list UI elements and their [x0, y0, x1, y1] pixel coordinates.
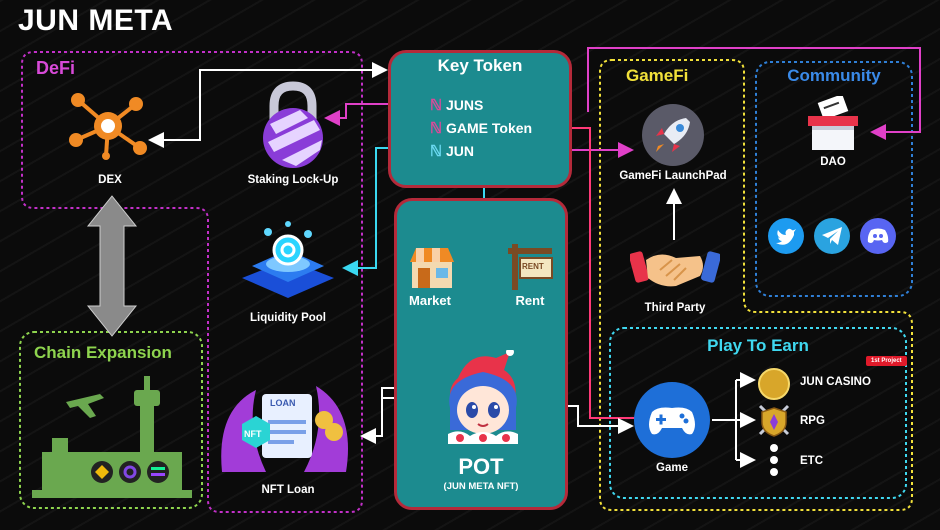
page-title: JUN META	[18, 4, 174, 37]
gamepad-icon	[634, 382, 710, 458]
rent-sign-icon	[506, 242, 554, 290]
rent-sign-text: RENT	[522, 262, 544, 271]
jun-token-icon: ℕ	[430, 143, 443, 160]
play-frame	[609, 327, 907, 499]
rpg-label: RPG	[800, 415, 825, 427]
airport-icon	[30, 372, 194, 502]
chain-title: Chain Expansion	[34, 343, 172, 362]
key-token-box	[388, 50, 572, 188]
nft-loan-sign: LOAN	[270, 398, 296, 408]
twitter-icon[interactable]	[768, 218, 804, 254]
market-label: Market	[409, 293, 451, 308]
handshake-icon	[629, 238, 721, 298]
game-label: Game	[656, 462, 688, 474]
dex-label: DEX	[98, 174, 122, 186]
casino-label: JUN CASINO	[800, 376, 871, 388]
pot-mascot-icon	[440, 348, 526, 446]
juns-token-icon: ℕ	[430, 97, 443, 114]
gamefi-title: GameFi	[626, 66, 689, 85]
game-token-icon: ℕ	[430, 120, 443, 137]
discord-icon[interactable]	[860, 218, 896, 254]
play-title: Play To Earn	[707, 336, 809, 355]
gamefi-frame	[599, 59, 913, 511]
community-frame	[755, 61, 913, 297]
staking-lock-icon	[256, 80, 330, 170]
casino-coin-icon	[758, 368, 790, 400]
liquidity-pool-icon	[238, 220, 338, 300]
rpg-shield-icon	[758, 404, 790, 438]
chain-frame	[19, 331, 203, 509]
defi-title: DeFi	[36, 58, 76, 78]
dex-chain-double-arrow	[86, 195, 138, 337]
etc-dots-icon	[768, 444, 780, 476]
dex-icon	[66, 90, 150, 160]
launchpad-label: GameFi LaunchPad	[619, 170, 727, 182]
key-token-title: Key Token	[437, 56, 523, 75]
ballot-box-icon	[806, 94, 860, 152]
nft-badge: NFT	[244, 429, 262, 439]
rent-label: Rent	[515, 293, 545, 308]
telegram-icon[interactable]	[814, 218, 850, 254]
community-title: Community	[787, 66, 881, 85]
nft-loan-label: NFT Loan	[261, 484, 315, 496]
nft-loan-icon	[216, 380, 352, 472]
pot-subtitle: (JUN META NFT)	[443, 481, 519, 492]
dao-label: DAO	[820, 156, 846, 168]
etc-label: ETC	[800, 455, 823, 467]
first-project-badge: 1st Project	[866, 356, 907, 366]
staking-label: Staking Lock-Up	[247, 174, 339, 186]
third-party-label: Third Party	[644, 302, 706, 314]
market-icon	[408, 244, 456, 290]
liquidity-label: Liquidity Pool	[249, 312, 327, 324]
pot-title: POT	[458, 454, 504, 479]
rocket-icon	[642, 104, 704, 166]
